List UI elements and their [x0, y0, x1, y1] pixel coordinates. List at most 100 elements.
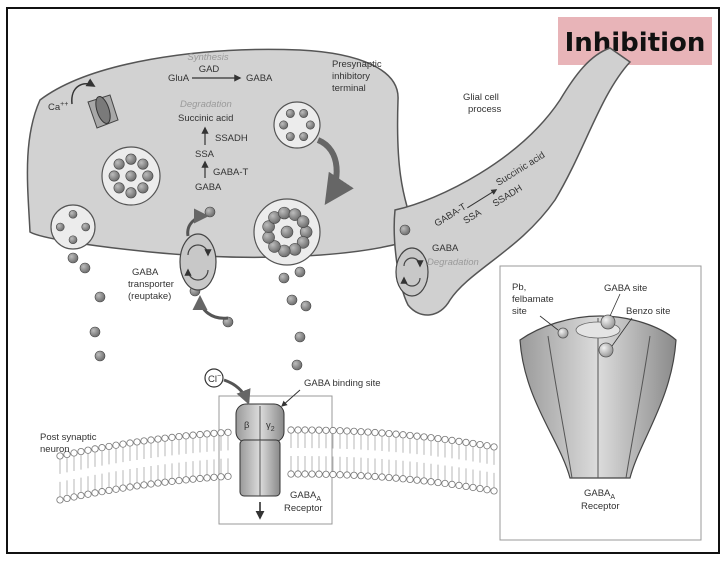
lipid-head [462, 482, 470, 491]
degradation-enzyme1: GABA-T [213, 167, 249, 178]
free-gaba-molecule [94, 350, 106, 362]
lipid-head [210, 473, 218, 481]
binding-site-label: GABA binding site [304, 378, 381, 389]
benzo-site-ball [598, 342, 614, 358]
lipid-head [91, 489, 99, 497]
receptor-label-second: Receptor [284, 503, 323, 514]
lipid-head [210, 429, 218, 437]
calcium-channel [71, 78, 119, 129]
glial-degradation-header: Degradation [427, 257, 479, 268]
lipid-head [371, 472, 379, 481]
lipid-head [490, 443, 498, 451]
lipid-head [224, 428, 232, 436]
inset-benzo-pointer [611, 317, 633, 347]
lipid-head [427, 478, 435, 486]
lipid-head [455, 481, 463, 489]
lipid-head [56, 496, 64, 504]
inset-pb-pointer [539, 315, 559, 331]
free-gaba-molecule [300, 300, 312, 312]
lipid-head [378, 429, 386, 437]
lipid-head [385, 473, 393, 482]
lipid-head [161, 434, 169, 442]
lipid-head [224, 472, 232, 480]
lipid-head [91, 445, 99, 453]
lipid-head [77, 491, 85, 500]
lipid-head [84, 446, 92, 454]
gaba-molecule [296, 236, 310, 249]
lipid-head [168, 433, 176, 441]
synthesis-product: GABA [246, 73, 273, 84]
badge-text: Inhibition [565, 28, 706, 58]
lipid-head [350, 471, 358, 479]
lipid-head [490, 487, 498, 495]
lipid-head [287, 426, 295, 434]
lipid-head [133, 482, 141, 490]
lipid-head [322, 470, 330, 478]
transporter-label-3: (reuptake) [128, 291, 171, 302]
gaba-molecule [279, 120, 289, 130]
lipid-head [77, 447, 85, 456]
lipid-head [399, 475, 407, 483]
lipid-head [448, 480, 456, 488]
inset-pb-label-3: site [512, 306, 527, 317]
binding-site-pointer [281, 389, 301, 407]
inset-pb-label-1: Pb, [512, 282, 526, 293]
lipid-head [294, 470, 302, 478]
gaba-molecule [305, 120, 315, 130]
lipid-head [175, 476, 183, 485]
lipid-head [420, 477, 428, 485]
presynaptic-label-2: inhibitory [332, 71, 370, 82]
lipid-head [378, 473, 386, 481]
lipid-head [203, 430, 211, 438]
lipid-head [469, 483, 477, 492]
gaba-molecule [299, 109, 309, 118]
pb-site-ball [557, 327, 569, 339]
lipid-head [98, 488, 106, 496]
lipid-head [140, 481, 148, 489]
degradation-substrate: GABA [195, 182, 222, 193]
gaba-molecule [68, 209, 78, 219]
gaba-molecule [125, 170, 137, 182]
inset-pb-label-2: felbamate [512, 294, 554, 305]
title-badge: Inhibition [558, 17, 712, 65]
lipid-head [98, 444, 106, 452]
synaptic-vesicle [273, 101, 321, 149]
lipid-head [322, 426, 330, 434]
lipid-head [343, 471, 351, 479]
lipid-head [147, 480, 155, 488]
gaba-molecule [55, 222, 65, 232]
gaba-molecule [137, 158, 149, 170]
lipid-head [448, 436, 456, 444]
gaba-molecule [113, 158, 125, 170]
lipid-head [217, 473, 225, 481]
lipid-head [63, 494, 71, 503]
chloride-arrow [223, 378, 251, 405]
lipid-head [287, 470, 295, 478]
gaba-molecule [125, 187, 137, 199]
inset-gaba-pointer [609, 293, 621, 317]
lipid-head [112, 485, 120, 493]
postsynaptic-label-2: neuron [40, 444, 70, 455]
glial-substrate: GABA [432, 243, 459, 254]
synthesis-enzyme: GAD [199, 64, 220, 75]
free-gaba-molecule [291, 359, 303, 371]
inset-gaba-site-label: GABA site [604, 283, 647, 294]
lipid-head [434, 478, 442, 487]
lipid-head [70, 449, 78, 457]
receptor-label-main: GABAA [290, 490, 321, 503]
lipid-head [413, 476, 421, 484]
lipid-head [133, 438, 141, 446]
gaba-molecule [299, 132, 309, 141]
presynaptic-label-3: terminal [332, 83, 366, 94]
lipid-head [175, 432, 183, 441]
lipid-head [336, 471, 344, 479]
lipid-head [119, 440, 127, 448]
gaba-molecule [113, 182, 125, 194]
lipid-head [308, 470, 316, 478]
lipid-head [189, 431, 197, 439]
lipid-head [161, 478, 169, 486]
lipid-head [308, 426, 316, 434]
gaba-molecule [262, 231, 275, 244]
transporter-label-2: transporter [128, 279, 174, 290]
